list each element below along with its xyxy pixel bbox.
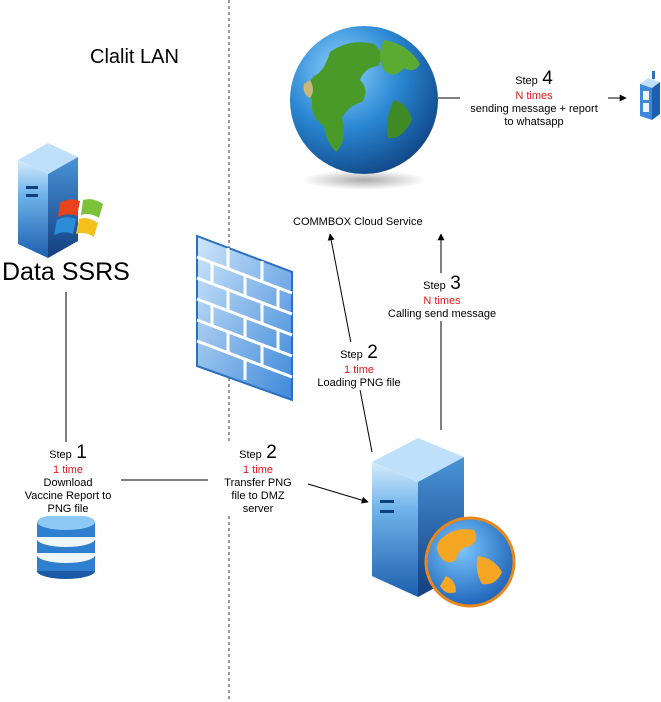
step-frequency: 1 time bbox=[243, 464, 273, 476]
web-server-icon bbox=[372, 438, 516, 608]
cloud-service-label: COMMBOX Cloud Service bbox=[292, 216, 424, 228]
mobile-phone-icon bbox=[640, 71, 660, 120]
step-2-loading-label: Step 2 1 time Loading PNG file bbox=[306, 342, 412, 390]
step-frequency: 1 time bbox=[53, 464, 83, 476]
step-desc-line: to whatsapp bbox=[504, 116, 564, 128]
step-number: 2 bbox=[266, 442, 277, 463]
step-number: 2 bbox=[367, 342, 378, 363]
step-desc-line: file to DMZ bbox=[231, 490, 285, 502]
step-3-label: Step 3 N times Calling send message bbox=[376, 273, 508, 321]
step-word: Step bbox=[515, 75, 538, 87]
step-desc-line: Calling send message bbox=[387, 308, 497, 320]
step-desc-line: server bbox=[242, 503, 274, 515]
step-2-transfer-label: Step 2 1 time Transfer PNG file to DMZ s… bbox=[208, 442, 308, 516]
step-frequency: N times bbox=[515, 90, 553, 102]
arrow-step2-to-webserver bbox=[297, 480, 369, 504]
step-desc-line: Download bbox=[43, 477, 93, 489]
step-desc-line: Vaccine Report to bbox=[24, 490, 112, 502]
step-desc-line: PNG file bbox=[47, 503, 89, 515]
step-frequency: N times bbox=[423, 295, 461, 307]
step-word: Step bbox=[340, 349, 363, 361]
step-frequency: 1 time bbox=[344, 364, 374, 376]
step-word: Step bbox=[49, 449, 72, 461]
step-desc-line: sending message + report bbox=[470, 103, 598, 115]
step-1-label: Step 1 1 time Download Vaccine Report to… bbox=[15, 442, 121, 516]
step-number: 3 bbox=[450, 273, 461, 294]
step-number: 1 bbox=[76, 442, 87, 463]
step-4-label: Step 4 N times sending message + report … bbox=[460, 68, 608, 129]
step-desc-line: Loading PNG file bbox=[317, 377, 401, 389]
database-icon bbox=[37, 514, 95, 579]
step-desc-line: Transfer PNG bbox=[224, 477, 292, 489]
zone-title: Clalit LAN bbox=[90, 46, 179, 68]
step-word: Step bbox=[239, 449, 262, 461]
step-number: 4 bbox=[542, 68, 553, 89]
server-label: Data SSRS bbox=[0, 258, 132, 287]
firewall-icon bbox=[196, 234, 293, 402]
windows-server-icon bbox=[18, 143, 103, 258]
globe-icon bbox=[290, 26, 438, 190]
step-word: Step bbox=[423, 280, 446, 292]
